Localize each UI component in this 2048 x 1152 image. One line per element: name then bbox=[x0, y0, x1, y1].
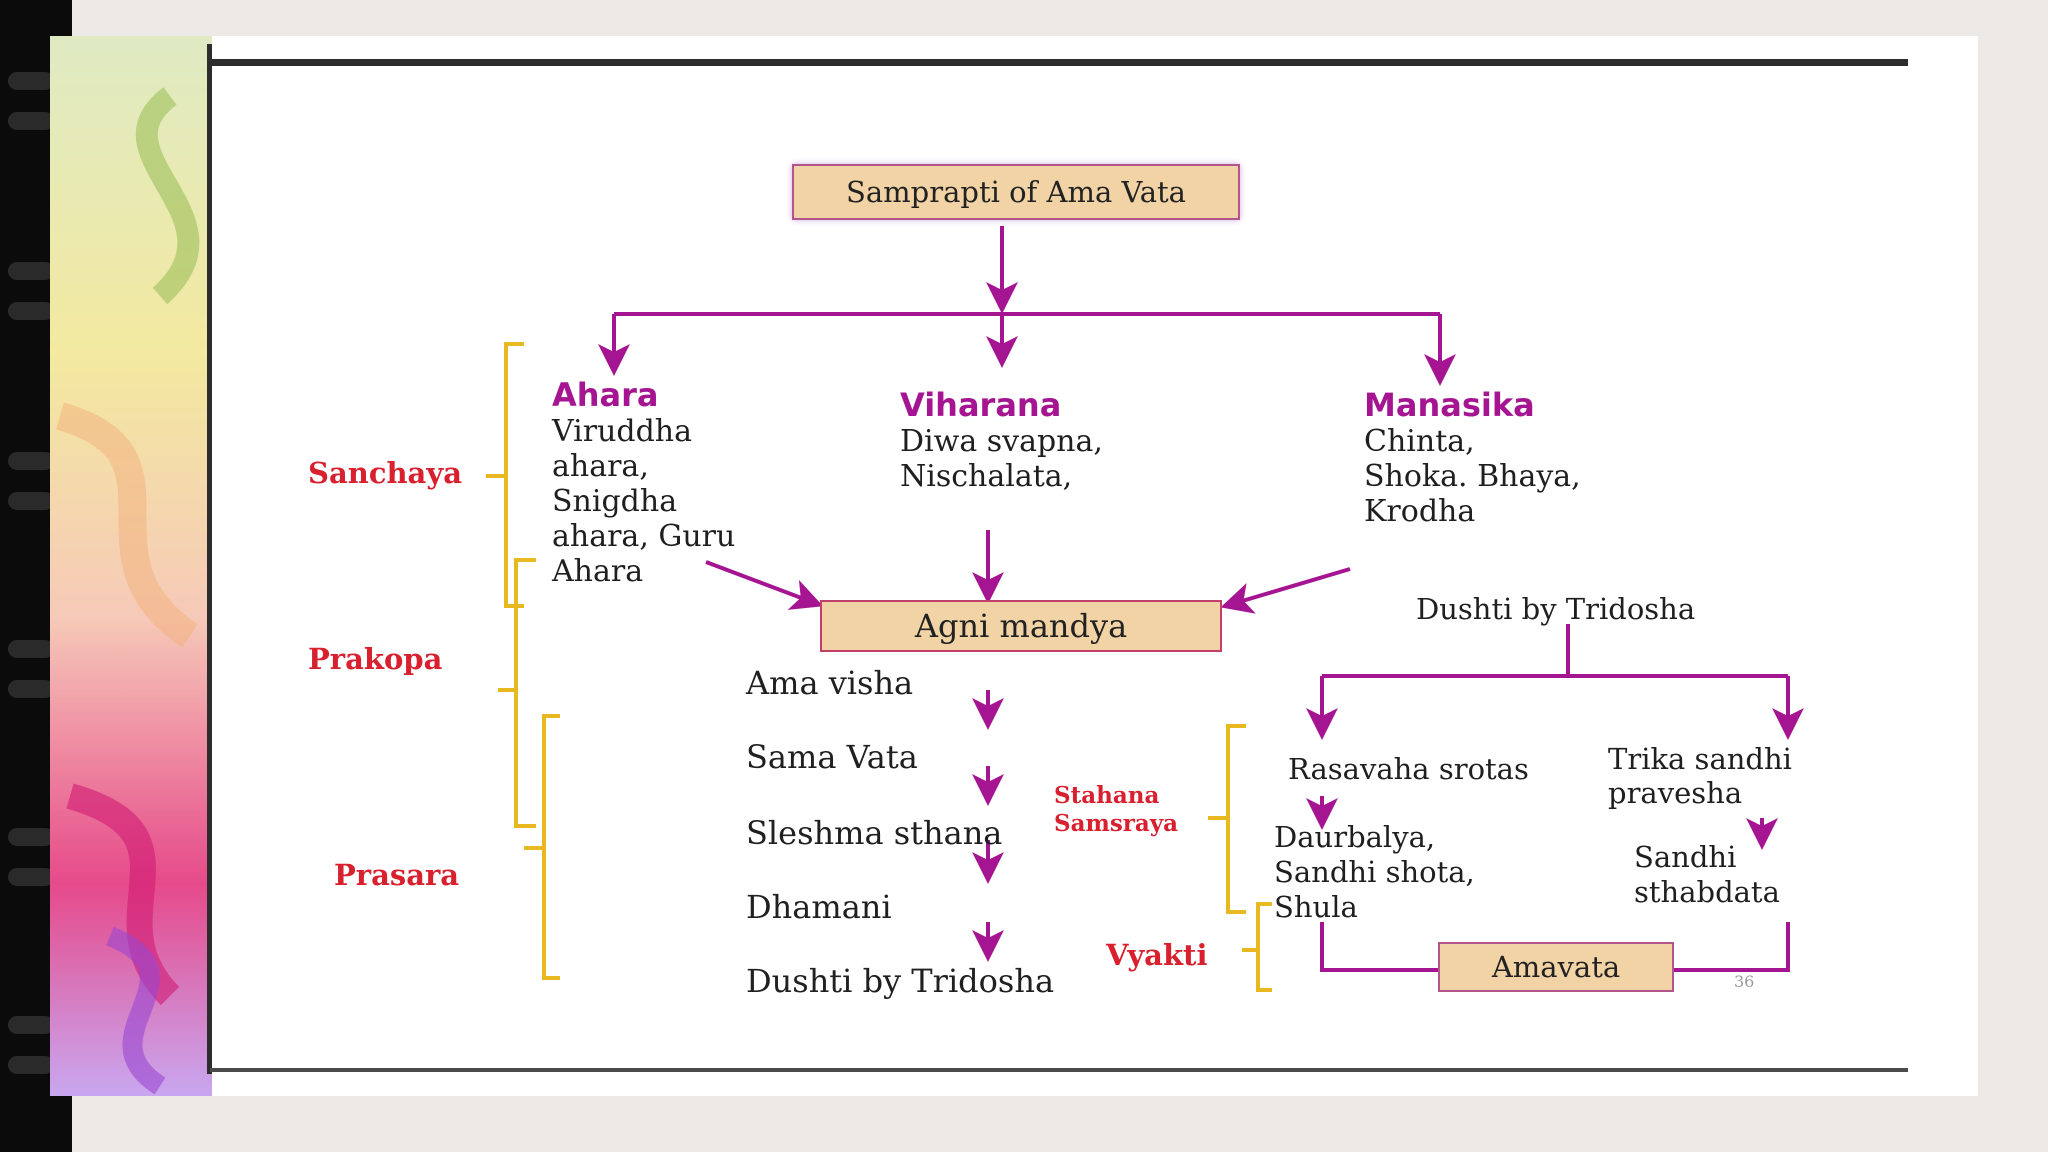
sandhi-sthabdata-label: sthabdata bbox=[1634, 875, 1780, 909]
chain-item-ama-visha: Ama visha bbox=[746, 664, 914, 702]
viharana-line: Nischalata, bbox=[900, 459, 1073, 494]
title-box: Samprapti of Ama Vata bbox=[792, 164, 1240, 220]
chain-item-dhamani: Dhamani bbox=[746, 888, 892, 926]
sandhi-sthabdata-label: Sandhi bbox=[1634, 840, 1737, 874]
frame-top-rule bbox=[210, 59, 1908, 66]
manasika-line: Shoka. Bhaya, bbox=[1364, 459, 1581, 494]
manasika-group: Manasika Chinta, Shoka. Bhaya, Krodha bbox=[1364, 386, 1581, 529]
viharana-group: Viharana Diwa svapna, Nischalata, bbox=[900, 386, 1103, 494]
frame-bottom-rule bbox=[210, 1068, 1908, 1072]
amavata-box: Amavata bbox=[1438, 942, 1674, 992]
stage-samsraya: Samsraya bbox=[1054, 810, 1179, 837]
frame-left-rule bbox=[207, 44, 212, 1074]
chain-item-dushti: Dushti by Tridosha bbox=[746, 962, 1055, 1000]
ahara-line: Snigdha bbox=[552, 484, 678, 519]
ahara-line: ahara, bbox=[552, 449, 649, 484]
trika-sandhi-label: Trika sandhi bbox=[1608, 742, 1792, 776]
stage-sanchaya: Sanchaya bbox=[308, 456, 462, 490]
manasika-line: Krodha bbox=[1364, 494, 1476, 529]
chain-item-sama-vata: Sama Vata bbox=[746, 738, 918, 776]
symptom-line: Daurbalya, bbox=[1274, 820, 1436, 854]
symptom-line: Sandhi shota, bbox=[1274, 855, 1475, 889]
stage-prasara: Prasara bbox=[334, 858, 460, 892]
dushti-tridosha-label: Dushti by Tridosha bbox=[1416, 592, 1696, 626]
decorative-swirl-image bbox=[50, 36, 212, 1096]
ahara-line: Ahara bbox=[552, 554, 644, 589]
ahara-line: Viruddha bbox=[552, 414, 693, 449]
chain-item-sleshma-sthana: Sleshma sthana bbox=[746, 814, 1003, 852]
symptom-line: Shula bbox=[1274, 890, 1358, 924]
page-number: 36 bbox=[1734, 972, 1755, 991]
stage-vyakti: Vyakti bbox=[1106, 938, 1208, 972]
rasavaha-srotas-label: Rasavaha srotas bbox=[1288, 752, 1529, 786]
stage-prakopa: Prakopa bbox=[308, 642, 443, 676]
manasika-line: Chinta, bbox=[1364, 424, 1475, 459]
manasika-heading: Manasika bbox=[1364, 386, 1535, 424]
viharana-line: Diwa svapna, bbox=[900, 424, 1103, 459]
stage-stahana: Stahana bbox=[1054, 782, 1160, 809]
agni-mandya-box: Agni mandya bbox=[820, 600, 1222, 652]
ahara-group: Ahara Viruddha ahara, Snigdha ahara, Gur… bbox=[552, 376, 735, 589]
trika-sandhi-label: pravesha bbox=[1608, 776, 1743, 810]
ahara-line: ahara, Guru bbox=[552, 519, 736, 554]
viharana-heading: Viharana bbox=[900, 386, 1062, 424]
ahara-heading: Ahara bbox=[552, 376, 659, 414]
